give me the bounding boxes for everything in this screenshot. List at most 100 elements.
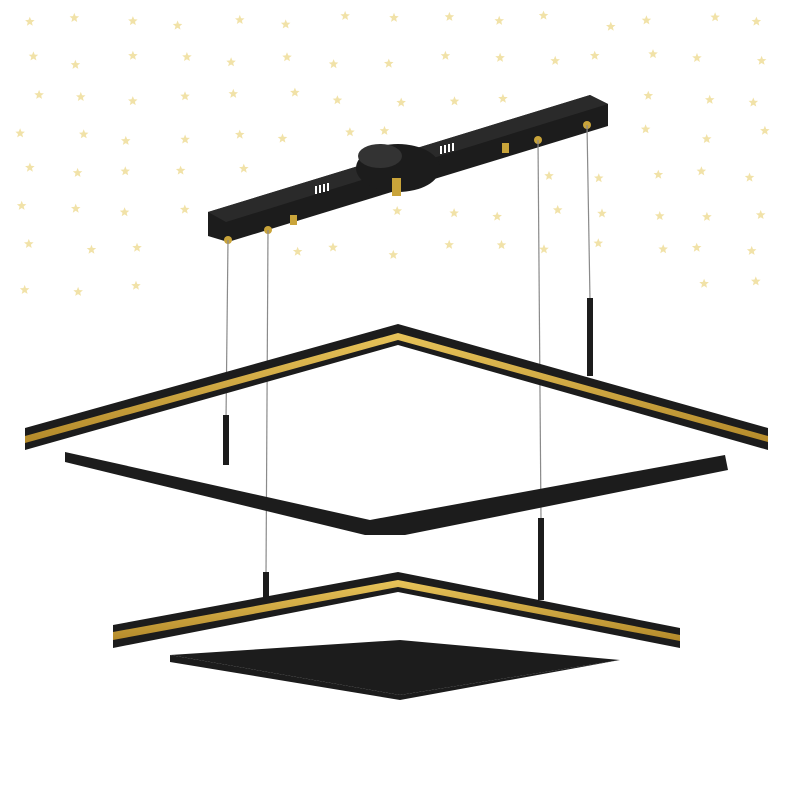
star-icon: [25, 16, 35, 26]
star-icon: [121, 135, 131, 145]
star-icon: [384, 58, 394, 68]
star-icon: [593, 238, 604, 248]
star-icon: [396, 97, 406, 107]
star-icon: [71, 203, 81, 213]
star-icon: [658, 244, 668, 254]
star-icon: [15, 128, 25, 138]
star-icon: [710, 12, 720, 22]
star-icon: [553, 205, 563, 214]
star-icon: [182, 52, 192, 61]
star-icon: [132, 242, 142, 252]
star-icon: [79, 129, 89, 139]
star-icon: [180, 91, 190, 101]
star-pattern: [15, 10, 770, 296]
star-icon: [277, 133, 288, 143]
star-icon: [282, 52, 292, 62]
star-icon: [340, 10, 350, 20]
star-icon: [19, 284, 30, 294]
star-icon: [702, 134, 712, 143]
star-icon: [69, 12, 80, 22]
star-icon: [648, 49, 658, 59]
star-icon: [226, 57, 236, 67]
star-icon: [699, 278, 709, 288]
star-icon: [235, 14, 245, 24]
star-icon: [280, 19, 291, 29]
star-icon: [756, 55, 767, 65]
star-icon: [755, 210, 766, 219]
star-icon: [128, 96, 138, 106]
star-icon: [180, 134, 190, 144]
star-icon: [746, 245, 757, 255]
star-icon: [235, 129, 245, 139]
star-icon: [449, 208, 459, 218]
star-icon: [73, 286, 83, 296]
star-icon: [692, 52, 702, 62]
star-icon: [748, 97, 759, 107]
star-icon: [550, 55, 560, 65]
star-icon: [120, 166, 130, 176]
star-icon: [328, 242, 338, 252]
lower-ring: [113, 572, 680, 700]
star-icon: [449, 96, 460, 106]
star-icon: [655, 211, 665, 220]
star-icon: [128, 16, 138, 26]
star-icon: [25, 162, 35, 172]
star-icon: [328, 59, 339, 69]
star-icon: [290, 87, 300, 97]
star-icon: [538, 10, 549, 20]
star-icon: [640, 124, 651, 134]
star-icon: [86, 244, 97, 254]
star-icon: [228, 88, 238, 98]
star-icon: [691, 242, 702, 252]
star-icon: [24, 238, 34, 248]
star-icon: [332, 95, 343, 105]
star-icon: [696, 166, 707, 176]
star-icon: [444, 239, 454, 249]
star-icon: [72, 167, 83, 177]
star-icon: [751, 16, 762, 26]
star-icon: [70, 59, 81, 69]
star-icon: [131, 280, 141, 290]
star-icon: [180, 204, 190, 214]
star-icon: [172, 20, 183, 30]
suspension-wires: [225, 124, 591, 576]
star-icon: [498, 93, 508, 103]
star-icon: [345, 127, 355, 137]
star-icon: [492, 211, 502, 221]
star-icon: [544, 170, 554, 180]
ceiling-canopy: [208, 95, 608, 244]
star-icon: [444, 11, 455, 21]
star-icon: [379, 125, 390, 135]
star-icon: [653, 169, 664, 179]
star-icon: [594, 173, 604, 183]
star-icon: [128, 50, 138, 60]
star-icon: [643, 90, 654, 100]
star-icon: [597, 208, 607, 218]
star-icon: [388, 249, 399, 259]
star-icon: [606, 21, 616, 31]
star-icon: [751, 276, 761, 286]
star-icon: [641, 15, 652, 25]
star-icon: [744, 172, 755, 182]
star-icon: [239, 163, 249, 173]
star-icon: [495, 52, 505, 62]
star-icon: [539, 244, 549, 254]
star-icon: [496, 240, 507, 250]
star-icon: [702, 211, 712, 221]
star-icon: [175, 165, 186, 175]
star-icon: [28, 51, 39, 61]
star-icon: [494, 15, 504, 25]
star-icon: [292, 246, 303, 256]
star-icon: [440, 50, 451, 60]
star-icon: [389, 12, 399, 22]
star-icon: [16, 200, 27, 210]
star-icon: [392, 206, 402, 215]
star-icon: [119, 207, 130, 217]
star-icon: [34, 89, 44, 99]
star-icon: [590, 50, 600, 60]
star-icon: [76, 91, 86, 101]
upper-ring: [25, 324, 768, 535]
star-icon: [705, 94, 715, 104]
